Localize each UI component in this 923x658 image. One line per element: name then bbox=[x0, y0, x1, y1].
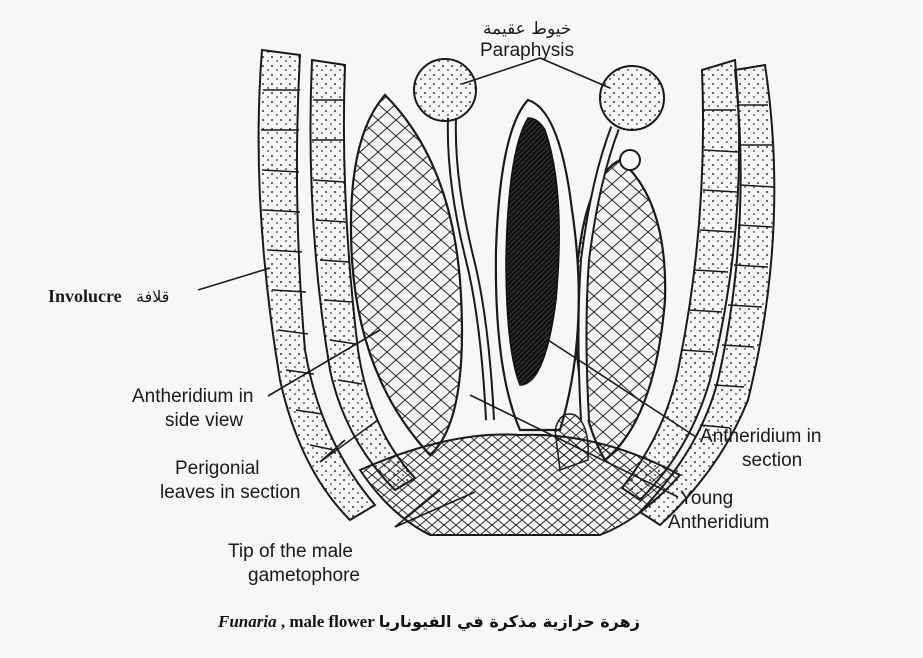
young-antheridium-label-2: Antheridium bbox=[668, 512, 769, 534]
caption-separator: , bbox=[277, 612, 290, 631]
caption-genus: Funaria bbox=[218, 612, 277, 631]
perigonial-label-1: Perigonial bbox=[175, 458, 260, 480]
caption-text: male flower bbox=[289, 612, 374, 631]
gametophore-tip bbox=[360, 434, 680, 535]
figure-caption: Funaria , male flower زهرة حزازية مذكرة … bbox=[218, 612, 640, 632]
antheridium-section-label-1: Antheridium in bbox=[700, 426, 821, 448]
involucre-arabic-label: قلافة bbox=[136, 286, 169, 308]
involucre-label: Involucre bbox=[48, 285, 122, 307]
tip-label-1: Tip of the male bbox=[228, 541, 353, 563]
perigonial-label-2: leaves in section bbox=[160, 482, 300, 504]
antheridium-section-label-2: section bbox=[742, 450, 802, 472]
paraphysis-label: Paraphysis bbox=[480, 40, 574, 62]
tip-label-2: gametophore bbox=[248, 565, 360, 587]
antheridium-side-label-2: side view bbox=[165, 410, 243, 432]
paraphysis-arabic-label: خيوط عقيمة bbox=[483, 18, 571, 40]
young-antheridium-label-1: Young bbox=[680, 488, 733, 510]
caption-arabic: زهرة حزازية مذكرة في الفيوناريا bbox=[379, 612, 640, 631]
antheridium-side-label-1: Antheridium in bbox=[132, 386, 253, 408]
